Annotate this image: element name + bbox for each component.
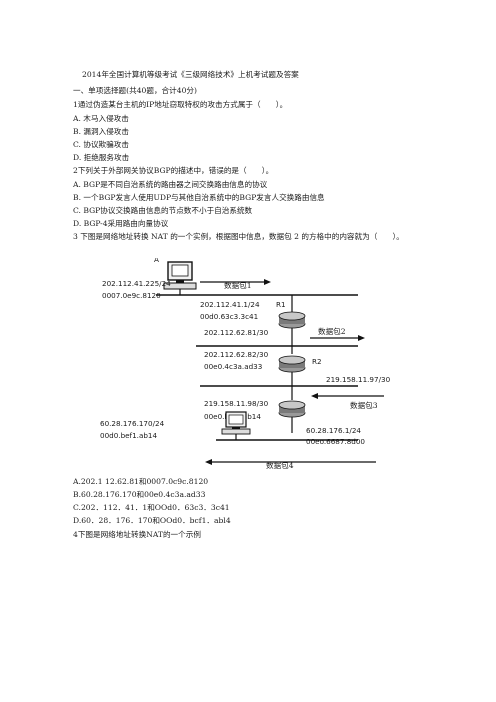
nat-network-diagram: A 202.112.41.225/24 0007.0e9c.8120 数据包1 … — [100, 258, 391, 470]
packet-1-label: 数据包1 — [224, 280, 252, 290]
q2-stem: 2下列关于外部网关协议BGP的描述中，错误的是（ ）。 — [73, 166, 274, 175]
section-heading: 一、单项选择题(共40题，合计40分) — [73, 86, 197, 95]
q3-option-a: A.202.1 12.62.81和0007.0c9c.8120 — [73, 477, 209, 486]
q1-option-a: A. 木马入侵攻击 — [73, 114, 129, 123]
host-a-name: A — [154, 258, 159, 264]
q1-option-b: B. 漏洞入侵攻击 — [73, 127, 129, 136]
r2-ip-a: 202.112.62.82/30 — [204, 350, 269, 359]
host-b-mac: 00d0.bef1.ab14 — [100, 431, 157, 440]
q3-option-d: D.60．28．176．170和OOd0．bcf1．abl4 — [73, 516, 231, 525]
r2-mac-a: 00e0.4c3a.ad33 — [204, 362, 262, 371]
q3-option-b: B.60.28.176.170和00e0.4c3a.ad33 — [73, 490, 206, 499]
router-r1-icon — [278, 311, 306, 329]
host-b-ip: 60.28.176.170/24 — [100, 419, 165, 428]
q2-option-d: D. BGP-4采用路由向量协议 — [73, 219, 169, 228]
q2-option-a: A. BGP是不同自治系统的路由器之间交换路由信息的协议 — [73, 180, 268, 189]
r1-name: R1 — [276, 300, 286, 309]
r3-ip-b: 60.28.176.1/24 — [306, 426, 361, 435]
q2-option-b: B. 一个BGP发言人使用UDP与其他自治系统中的BGP发言人交换路由信息 — [73, 193, 325, 202]
router-r2-icon — [278, 355, 306, 373]
q1-option-d: D. 拒绝服务攻击 — [73, 153, 130, 162]
r1-ip-b: 202.112.62.81/30 — [204, 328, 269, 337]
r3-ip-a: 219.158.11.98/30 — [204, 399, 269, 408]
host-b-computer-icon — [221, 411, 251, 435]
packet-3-label: 数据包3 — [350, 400, 378, 410]
r1-mac-a: 00d0.63c3.3c41 — [200, 312, 258, 321]
router-r3-icon — [278, 400, 306, 418]
q4-stem: 4下图是网络地址转换NAT的一个示例 — [73, 530, 201, 539]
q2-option-c: C. BGP协议交换路由信息的节点数不小于自治系统数 — [73, 206, 253, 215]
r1-ip-a: 202.112.41.1/24 — [200, 300, 260, 309]
host-a-mac: 0007.0e9c.8120 — [102, 291, 161, 300]
packet-2-label: 数据包2 — [318, 326, 346, 336]
q3-stem: 3 下图是网络地址转换 NAT 的一个实例，根据图中信息，数据包 2 的方格中的… — [73, 232, 404, 241]
packet-4-label: 数据包4 — [266, 460, 294, 470]
q1-option-c: C. 协议欺骗攻击 — [73, 140, 129, 149]
q1-stem: 1通过伪造某台主机的IP地址窃取特权的攻击方式属于（ ）。 — [73, 100, 288, 109]
host-a-ip: 202.112.41.225/24 — [102, 279, 171, 288]
q3-option-c: C.202．112．41．1和OOd0．63c3．3c41 — [73, 503, 230, 512]
r2-ip-b: 219.158.11.97/30 — [326, 375, 391, 384]
doc-title: 2014年全国计算机等级考试《三级网络技术》上机考试题及答案 — [82, 70, 299, 79]
r3-mac-b: 00eo.6687.8d00 — [306, 437, 365, 446]
r2-name: R2 — [312, 357, 322, 366]
host-a-computer-icon — [163, 261, 197, 290]
